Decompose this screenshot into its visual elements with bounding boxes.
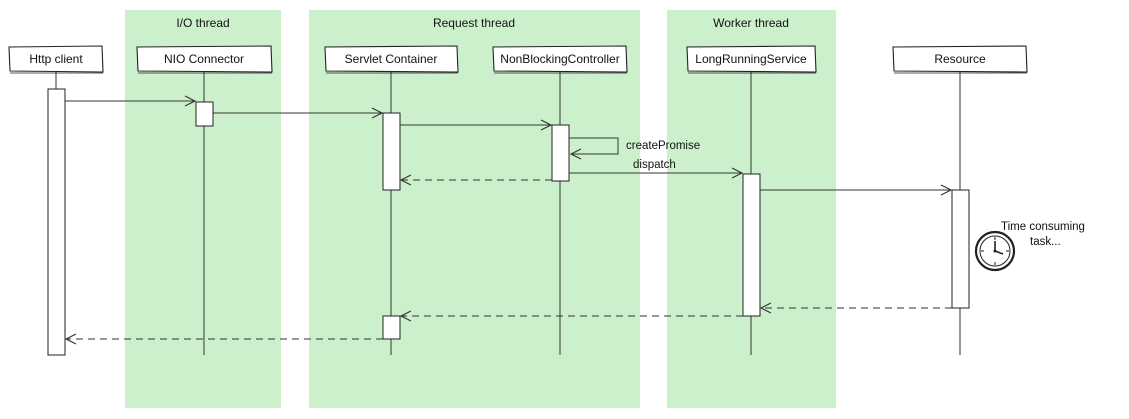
- msg-create-promise-self: [569, 137, 619, 154]
- participant-nio-connector-label: NIO Connector: [164, 52, 244, 66]
- activation-http-client: [47, 88, 66, 356]
- participant-resource: Resource: [892, 45, 1028, 74]
- create-promise-label: createPromise: [626, 140, 700, 152]
- participant-long-running-service: LongRunningService: [686, 45, 817, 74]
- lane-request-thread-label: Request thread: [433, 16, 515, 30]
- participant-resource-label: Resource: [934, 52, 986, 66]
- activation-servlet-container-1: [382, 112, 401, 191]
- note-line-1: Time consuming: [1001, 221, 1085, 233]
- participant-nio-connector: NIO Connector: [136, 45, 273, 74]
- activation-servlet-container-2: [382, 315, 401, 340]
- participant-long-running-service-label: LongRunningService: [695, 52, 807, 66]
- dispatch-label: dispatch: [633, 159, 676, 171]
- participant-nonblocking-controller-label: NonBlockingController: [500, 52, 619, 66]
- clock-icon: [974, 230, 1016, 272]
- activations: [47, 88, 970, 356]
- participant-servlet-container: Servlet Container: [324, 45, 459, 74]
- activation-nonblocking-controller: [551, 124, 570, 182]
- participant-http-client-label: Http client: [29, 52, 83, 66]
- note-line-2: task...: [1030, 236, 1061, 248]
- participant-servlet-container-label: Servlet Container: [345, 52, 438, 66]
- activation-long-running-service: [742, 173, 761, 317]
- participant-nonblocking-controller: NonBlockingController: [492, 45, 628, 74]
- activation-resource: [951, 189, 970, 309]
- lane-io-thread: I/O thread: [125, 10, 281, 408]
- lane-io-thread-label: I/O thread: [176, 16, 229, 30]
- lane-request-thread: Request thread: [309, 10, 640, 408]
- participant-http-client: Http client: [8, 45, 104, 74]
- messages: [65, 101, 952, 339]
- activation-nio-connector: [195, 101, 214, 127]
- lane-worker-thread-label: Worker thread: [713, 16, 789, 30]
